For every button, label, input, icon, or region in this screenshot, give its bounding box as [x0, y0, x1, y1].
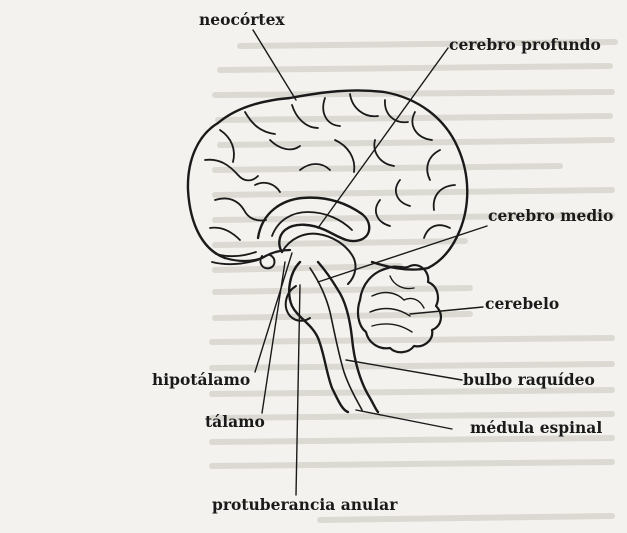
label-pons: protuberancia anular [212, 497, 397, 513]
label-cerebellum: cerebelo [485, 296, 559, 312]
label-medulla: bulbo raquídeo [463, 372, 595, 388]
label-midbrain: cerebro medio [488, 208, 613, 224]
label-hypothalamus: hipotálamo [152, 372, 250, 388]
label-neocortex: neocórtex [199, 12, 285, 28]
label-deep-brain: cerebro profundo [449, 37, 601, 53]
leader-lines [253, 30, 487, 495]
label-spinal-cord: médula espinal [470, 420, 602, 436]
label-thalamus: tálamo [205, 414, 265, 430]
cerebellum-folia [370, 276, 424, 332]
optic-strands [212, 252, 258, 264]
